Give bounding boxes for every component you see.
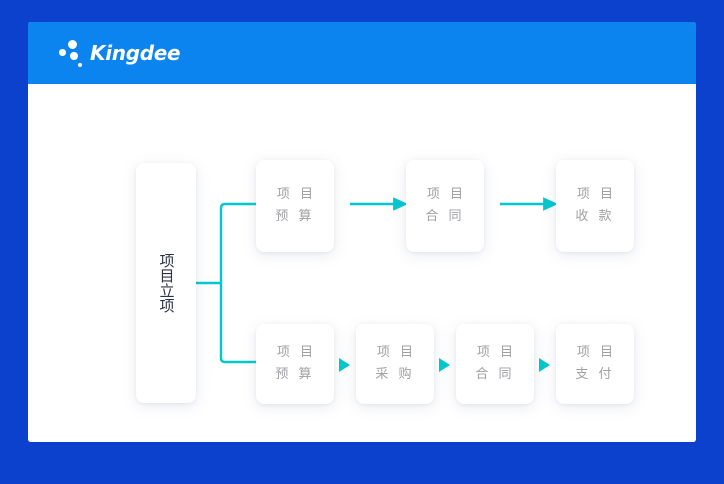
node-label: 项目立项 xyxy=(157,253,176,313)
node-label: 项 目采 购 xyxy=(375,345,417,382)
node-project-contract-bottom[interactable]: 项 目合 同 xyxy=(456,324,534,404)
node-label: 项 目合 同 xyxy=(475,345,517,382)
node-label: 项 目预 算 xyxy=(275,345,317,382)
node-project-budget-top[interactable]: 项 目预 算 xyxy=(256,160,334,252)
content-card: Kingdee xyxy=(28,22,696,442)
brand-logo: Kingdee xyxy=(56,36,181,70)
logo-dot-small-left xyxy=(59,49,66,56)
logo-dot-medium xyxy=(70,52,78,60)
flow-diagram: 项目立项 项 目预 算 项 目合 同 项 目收 款 项 目预 算 项 目采 购 … xyxy=(28,84,696,442)
node-project-budget-bottom[interactable]: 项 目预 算 xyxy=(256,324,334,404)
node-label: 项 目合 同 xyxy=(425,187,467,224)
kingdee-dots-logo-icon xyxy=(56,38,84,68)
node-label: 项 目收 款 xyxy=(575,187,617,224)
node-project-initiation[interactable]: 项目立项 xyxy=(136,163,196,403)
node-project-receipt[interactable]: 项 目收 款 xyxy=(556,160,634,252)
node-label: 项 目支 付 xyxy=(575,345,617,382)
arrow-bot-2 xyxy=(439,358,450,372)
logo-dot-tiny xyxy=(78,63,82,67)
header-bar: Kingdee xyxy=(28,22,696,84)
logo-dot-large xyxy=(68,40,77,49)
arrow-bot-3 xyxy=(539,358,550,372)
node-project-procurement[interactable]: 项 目采 购 xyxy=(356,324,434,404)
brand-name-text: Kingdee xyxy=(90,41,181,65)
branch-connector xyxy=(194,202,256,364)
node-project-payment[interactable]: 项 目支 付 xyxy=(556,324,634,404)
node-project-contract-top[interactable]: 项 目合 同 xyxy=(406,160,484,252)
arrow-bot-1 xyxy=(339,358,350,372)
node-label: 项 目预 算 xyxy=(275,187,317,224)
